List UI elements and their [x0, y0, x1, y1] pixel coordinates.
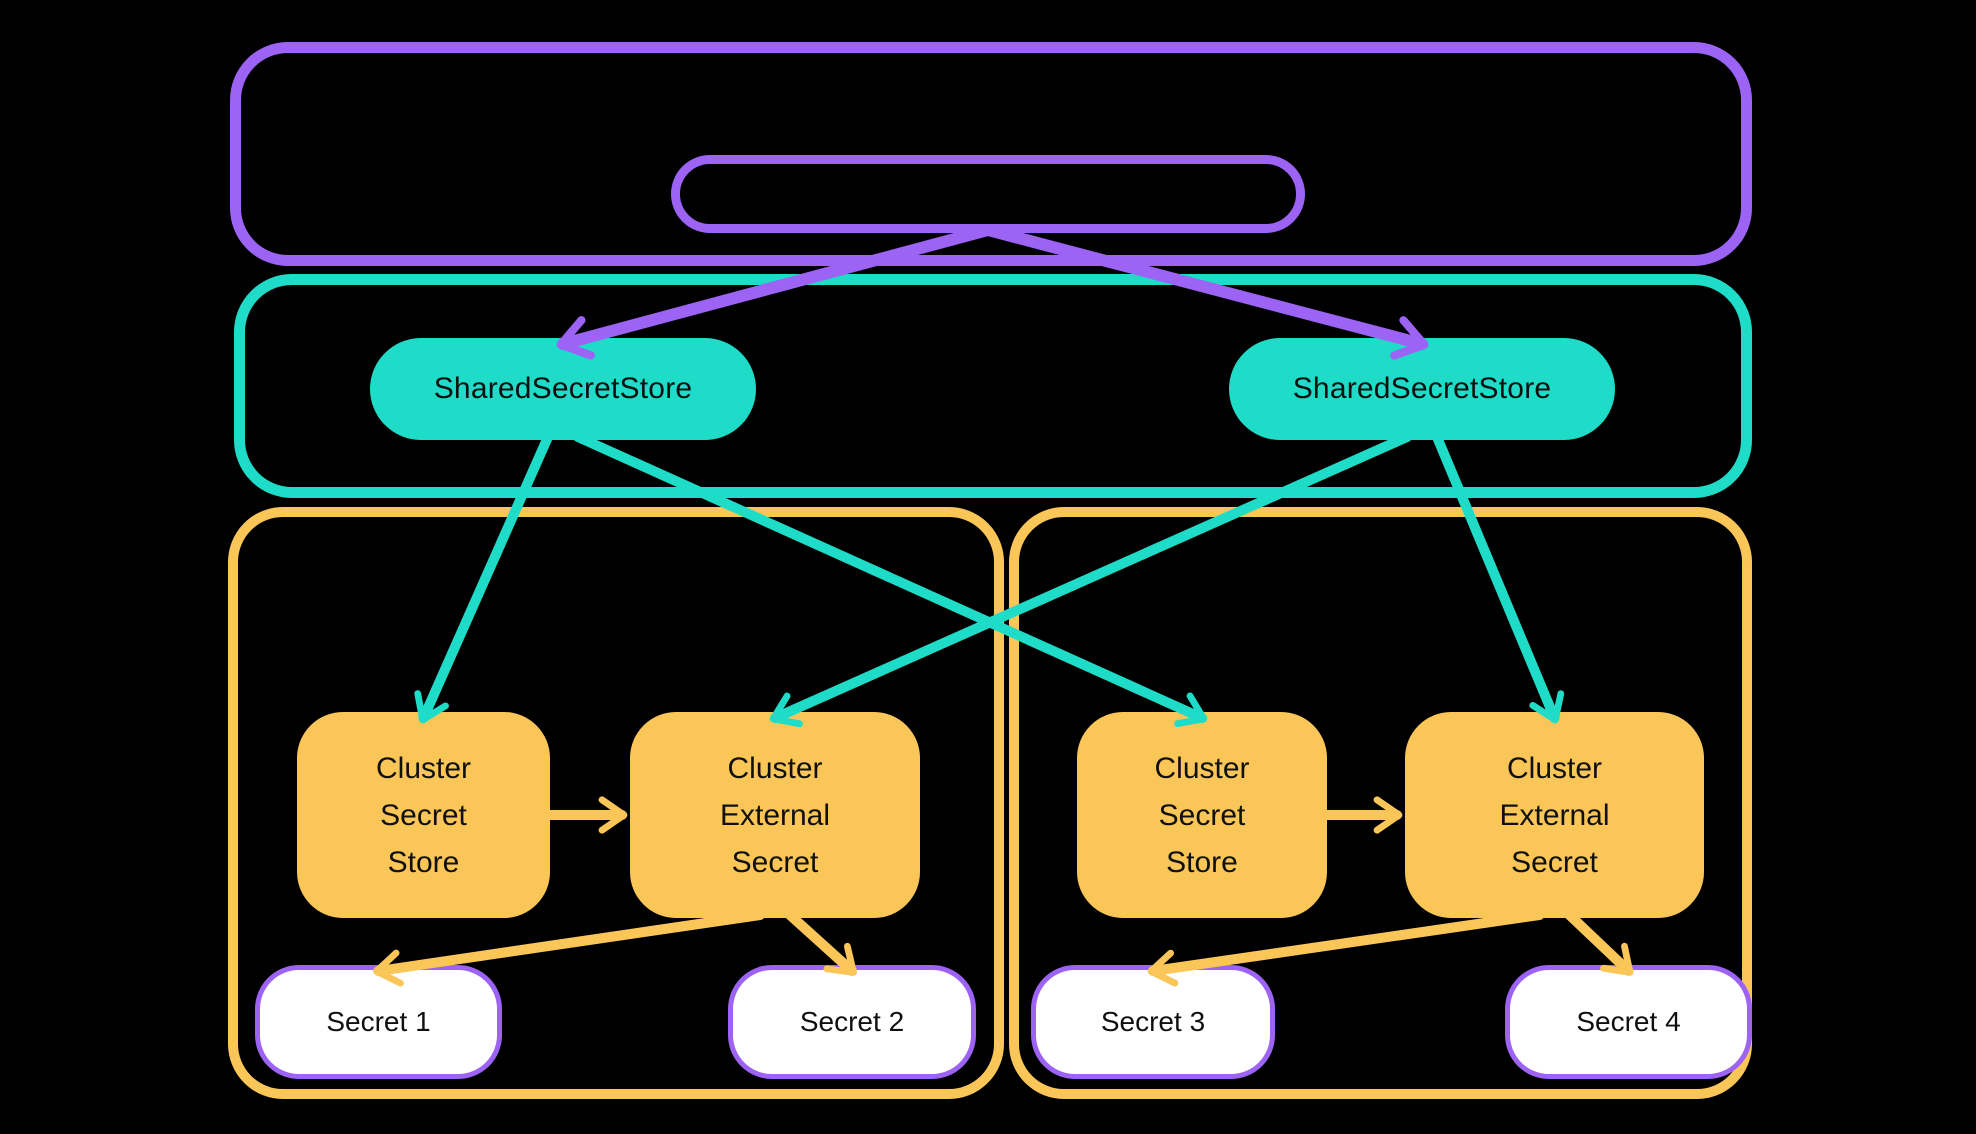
cluster-external-secret-node: Cluster External Secret — [630, 712, 920, 918]
shared-secret-store-node-2: SharedSecretStore — [1229, 338, 1615, 440]
secret-label: Secret 1 — [326, 1006, 431, 1037]
shared-secret-store-node-1: SharedSecretStore — [370, 338, 756, 440]
secret-label: Secret 4 — [1576, 1006, 1681, 1037]
secret-node-1: Secret 1 — [255, 965, 502, 1079]
controller-pill-outline — [671, 155, 1305, 233]
secret-node-2: Secret 2 — [728, 965, 976, 1079]
cluster-secret-store-node: Cluster Secret Store — [1077, 712, 1327, 918]
cluster-secret-store-label: Cluster Secret Store — [1154, 751, 1250, 879]
secret-node-3: Secret 3 — [1031, 965, 1275, 1079]
cluster-external-secret-node: Cluster External Secret — [1405, 712, 1704, 918]
secret-node-4: Secret 4 — [1505, 965, 1752, 1079]
shared-secret-store-label: SharedSecretStore — [1292, 372, 1552, 405]
secret-label: Secret 2 — [799, 1006, 905, 1037]
shared-secret-store-label: SharedSecretStore — [433, 372, 693, 405]
cluster-external-secret-label: Cluster External Secret — [1499, 751, 1610, 879]
cluster-secret-store-label: Cluster Secret Store — [375, 751, 472, 879]
secret-label: Secret 3 — [1100, 1006, 1206, 1037]
cluster-secret-store-node: Cluster Secret Store — [297, 712, 550, 918]
cluster-external-secret-label: Cluster External Secret — [719, 751, 831, 879]
